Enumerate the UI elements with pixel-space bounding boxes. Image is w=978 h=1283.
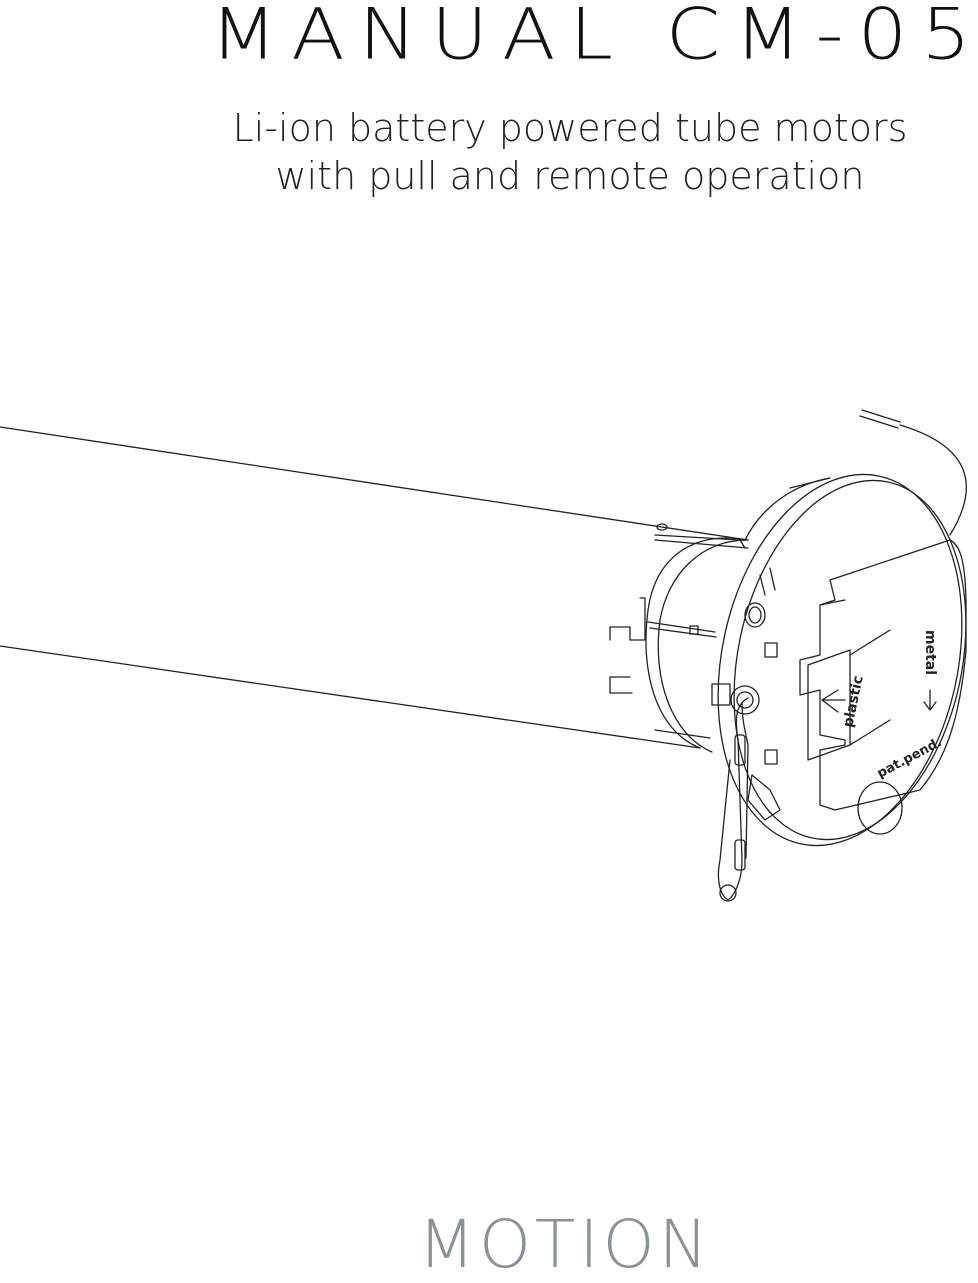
arrow-plastic-icon: [821, 689, 846, 713]
end-cap: [717, 473, 967, 847]
pull-cord: [717, 685, 760, 902]
tube-body: [0, 426, 749, 749]
label-metal: metal: [922, 630, 938, 675]
motor-collar: [609, 534, 749, 753]
label-patent: pat.pend.: [875, 735, 945, 782]
arrow-metal-icon: [923, 689, 937, 711]
document-title: MANUAL CM-05: [210, 0, 978, 76]
antenna-wire: [859, 409, 967, 536]
battery-cover: plastic metal pat.pend.: [799, 539, 967, 811]
subtitle-line-1: Li-ion battery powered tube motors: [232, 106, 908, 150]
label-plastic: plastic: [840, 674, 867, 729]
tube-motor-illustration: plastic metal pat.pend.: [0, 409, 967, 902]
subtitle-line-2: with pull and remote operation: [275, 154, 865, 198]
brand-logo-motion: MOTION: [418, 1206, 712, 1283]
document-subtitle: Li-ion battery powered tube motors with …: [190, 104, 950, 200]
